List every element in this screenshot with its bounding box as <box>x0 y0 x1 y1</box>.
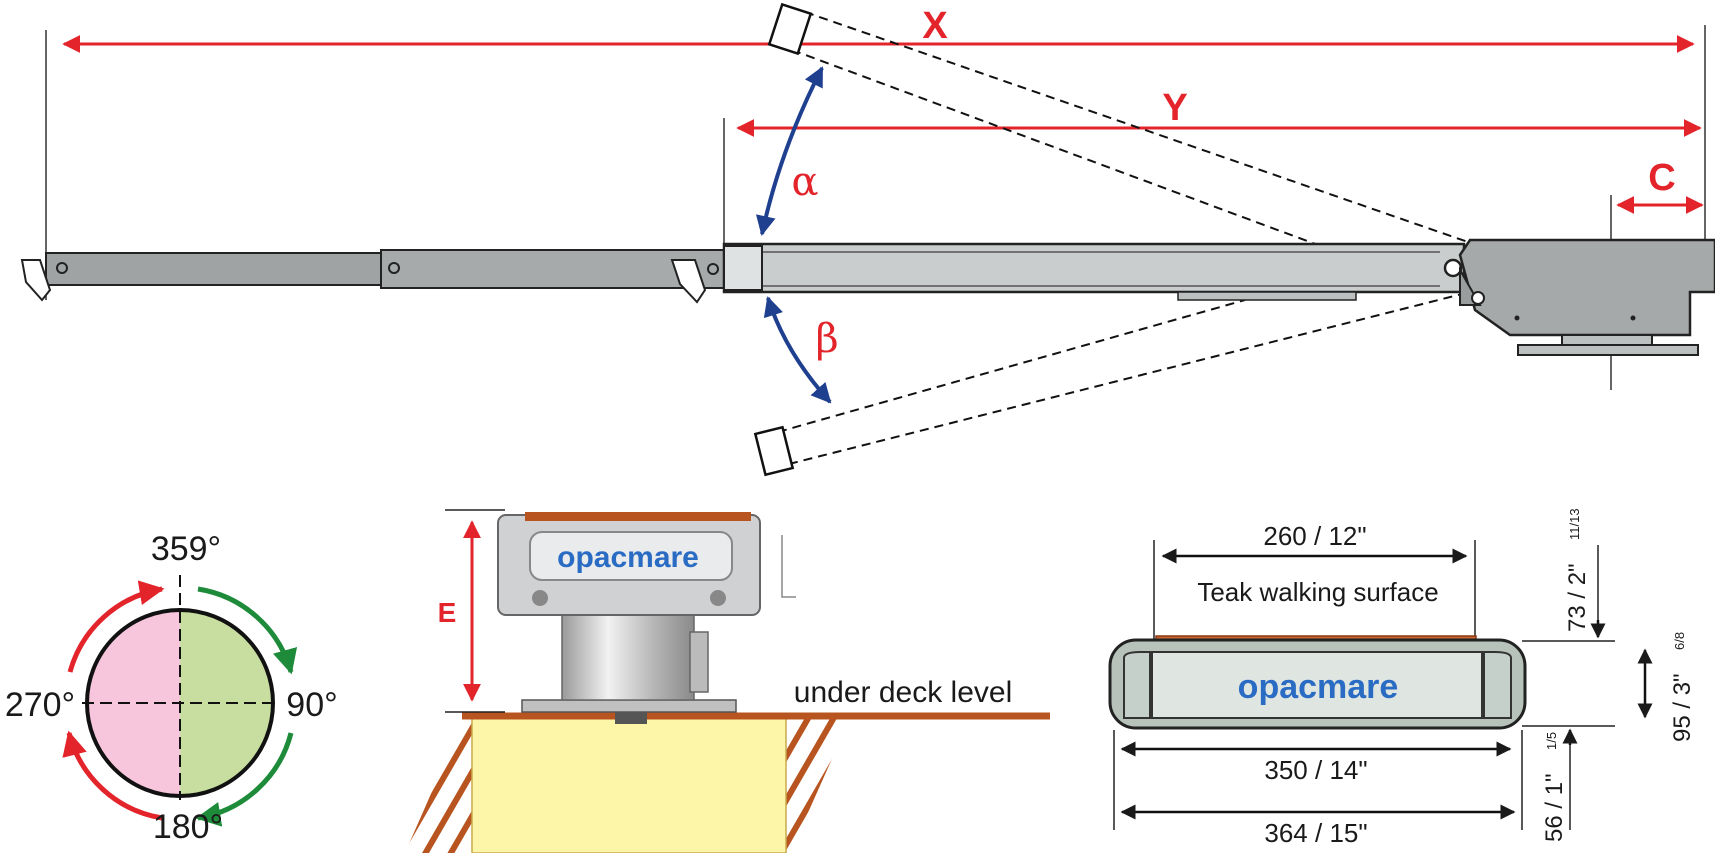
alpha-label: α <box>791 159 818 205</box>
gangway-extension-2 <box>380 249 725 289</box>
dial-left-half <box>87 610 180 796</box>
e-dimension-label: E <box>438 597 457 628</box>
total-height-fraction: 6/8 <box>1672 632 1687 650</box>
ccw-arrow-upper <box>67 580 165 673</box>
cw-arrow-lower <box>195 732 294 827</box>
gangway-side-view: X Y C <box>20 2 1715 477</box>
y-dimension-label: Y <box>1162 87 1187 129</box>
dial-label-left: 270° <box>5 686 75 724</box>
deck-label: under deck level <box>794 676 1012 709</box>
inner-width-label: 350 / 14" <box>1264 755 1367 785</box>
dial-label-top: 359° <box>151 530 221 568</box>
base-view: under deck level opacmare E <box>405 509 1050 853</box>
top-height-label: 73 / 2" <box>1564 563 1591 632</box>
gangway-extension-1 <box>45 252 384 286</box>
gangway-main-section <box>722 242 1466 294</box>
top-width-label: 260 / 12" <box>1263 521 1366 551</box>
x-dimension-label: X <box>922 5 948 47</box>
base-brand-label: opacmare <box>557 541 699 574</box>
cw-arrow-upper <box>197 586 298 675</box>
rotation-dial: 359° 90° 180° 270° <box>5 530 338 846</box>
bottom-height-label: 56 / 1" <box>1541 773 1568 842</box>
below-deck-box <box>471 715 787 853</box>
gangway-lowered-end <box>753 425 795 477</box>
gangway-base-pedestal <box>1458 238 1715 337</box>
c-dimension-label: C <box>1648 157 1675 199</box>
surface-label: Teak walking surface <box>1197 577 1438 607</box>
beta-label: β <box>815 316 838 362</box>
beta-angle-arc <box>763 296 832 404</box>
section-brand-label: opacmare <box>1238 668 1399 706</box>
cross-section: 260 / 12" Teak walking surface opacmare … <box>1108 508 1696 848</box>
alpha-angle-arc <box>755 66 824 236</box>
top-height-fraction: 11/13 <box>1567 508 1582 540</box>
gangway-raised-end <box>767 2 813 56</box>
dial-label-right: 90° <box>286 686 337 724</box>
ccw-arrow-lower <box>62 730 163 821</box>
outer-width-label: 364 / 15" <box>1264 818 1367 848</box>
total-height-label: 95 / 3" <box>1669 673 1696 742</box>
bottom-height-fraction: 1/5 <box>1544 732 1559 750</box>
dial-label-bottom: 180° <box>153 808 223 846</box>
